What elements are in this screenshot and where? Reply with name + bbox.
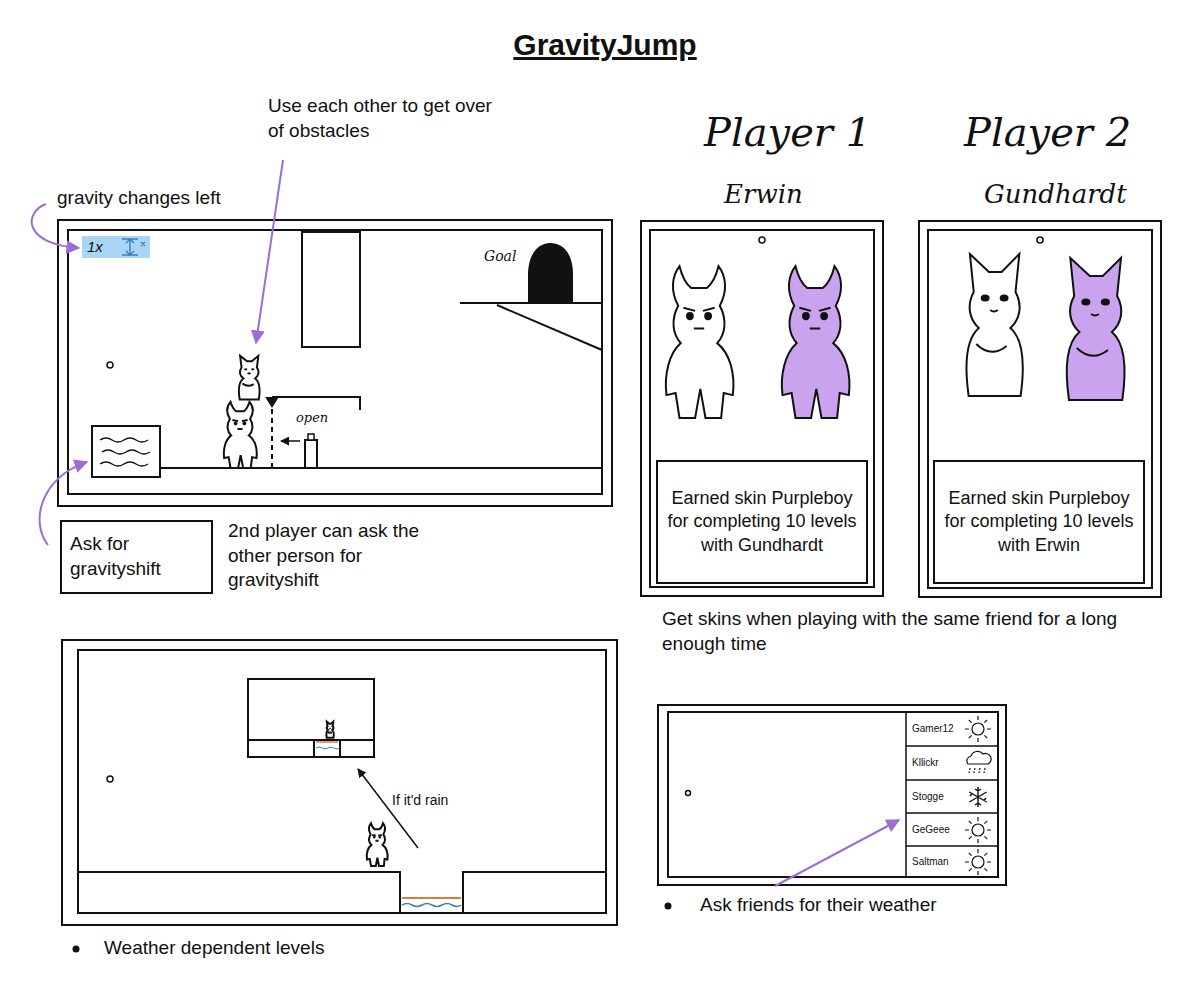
player-heading: Player 1 bbox=[704, 110, 871, 154]
character bbox=[239, 356, 260, 400]
player-card: Player 2GundhardtEarned skin Purpleboy f… bbox=[918, 220, 1162, 598]
leader-arrow bbox=[775, 820, 899, 886]
node-text: Ask for gravityshift bbox=[70, 532, 203, 581]
friend-name: Stogge bbox=[912, 790, 944, 803]
weather-icon bbox=[969, 787, 986, 807]
weather-icon bbox=[965, 716, 991, 875]
player-heading: Erwin bbox=[724, 180, 803, 209]
character bbox=[224, 402, 257, 468]
gate bbox=[267, 397, 360, 468]
weather-icon bbox=[965, 849, 991, 875]
gate bbox=[308, 434, 314, 440]
player-card: Player 1ErwinEarned skin Purpleboy for c… bbox=[640, 220, 884, 597]
player-heading: Player 2 bbox=[964, 110, 1131, 154]
player-dot bbox=[1037, 237, 1043, 243]
player-dot bbox=[107, 362, 113, 368]
friend-name: GeGeee bbox=[912, 823, 950, 836]
weather-icon bbox=[967, 751, 991, 773]
card-frame bbox=[650, 230, 874, 587]
skin-box: Earned skin Purpleboy for completing 10 … bbox=[933, 460, 1145, 584]
game-screen bbox=[158, 467, 602, 469]
friends-panel bbox=[906, 712, 998, 877]
character bbox=[1067, 258, 1125, 400]
weather-screen bbox=[248, 740, 374, 757]
gravity-counter: 1x bbox=[87, 237, 103, 257]
weather-screen bbox=[62, 640, 617, 925]
weather-screen bbox=[402, 904, 461, 907]
bullet-text: Ask friends for their weather bbox=[700, 893, 937, 918]
weather-screen bbox=[248, 679, 374, 757]
door-label: open bbox=[296, 410, 328, 427]
weather-icon bbox=[965, 716, 991, 742]
ask-button: Ask for gravityshift bbox=[60, 520, 213, 594]
game-screen bbox=[68, 230, 602, 494]
character bbox=[326, 722, 333, 738]
friends-panel bbox=[658, 705, 1006, 885]
game-screen bbox=[58, 220, 612, 506]
gravity-indicator bbox=[122, 239, 145, 255]
friends-panel bbox=[668, 712, 998, 877]
title: GravityJump bbox=[405, 28, 805, 62]
player-dot bbox=[107, 776, 113, 782]
skin-box: Earned skin Purpleboy for completing 10 … bbox=[656, 460, 868, 584]
bullet bbox=[665, 903, 672, 910]
friend-name: Saltman bbox=[912, 855, 949, 868]
node-text: Earned skin Purpleboy for completing 10 … bbox=[943, 487, 1135, 557]
character bbox=[367, 823, 388, 866]
player-dot bbox=[759, 237, 765, 243]
bullet bbox=[73, 946, 80, 953]
goal-door bbox=[528, 243, 573, 303]
character bbox=[966, 254, 1022, 396]
leader-arrow bbox=[32, 204, 79, 248]
weather-screen bbox=[78, 872, 606, 913]
gate bbox=[281, 440, 300, 442]
gate bbox=[305, 440, 317, 468]
friend-name: Gamer12 bbox=[912, 722, 954, 735]
player-heading: Gundhardt bbox=[984, 180, 1127, 209]
callout-note: gravity changes left bbox=[57, 186, 221, 211]
gravity-indicator bbox=[82, 236, 150, 258]
card-frame bbox=[928, 230, 1152, 588]
note: Get skins when playing with the same fri… bbox=[662, 607, 1142, 656]
weather-screen bbox=[316, 747, 340, 749]
weather-icon bbox=[965, 817, 991, 843]
gravity-indicator bbox=[82, 236, 150, 258]
player-dot bbox=[686, 791, 691, 796]
friend-name: Kllickr bbox=[912, 756, 939, 769]
game-screen bbox=[302, 232, 360, 347]
water-box bbox=[92, 426, 160, 477]
note: 2nd player can ask the other person for … bbox=[228, 519, 438, 593]
gate bbox=[267, 398, 277, 406]
character bbox=[782, 266, 850, 418]
game-screen bbox=[460, 303, 602, 350]
weather-screen bbox=[62, 640, 617, 925]
gate bbox=[271, 400, 273, 468]
rain-arrow bbox=[358, 769, 418, 848]
weather-screen bbox=[316, 741, 338, 743]
water-box bbox=[92, 426, 160, 477]
card-frame bbox=[650, 230, 1152, 588]
callout-note: If it'd rain bbox=[392, 791, 448, 809]
leader-arrow bbox=[256, 160, 283, 343]
goal-door bbox=[528, 243, 573, 303]
goal-label: Goal bbox=[484, 247, 516, 265]
rain-arrow bbox=[358, 769, 418, 848]
weather-screen bbox=[402, 897, 461, 899]
game-screen bbox=[58, 220, 612, 506]
water-box bbox=[100, 438, 150, 466]
bullet-text: Weather dependent levels bbox=[104, 936, 324, 961]
leader-arrow bbox=[32, 160, 899, 886]
weather-screen bbox=[78, 650, 606, 913]
callout-note: Use each other to get over of obstacles bbox=[268, 94, 493, 143]
character bbox=[666, 266, 734, 418]
node-text: Earned skin Purpleboy for completing 10 … bbox=[666, 487, 858, 557]
gate bbox=[272, 397, 360, 410]
friends-panel bbox=[658, 705, 1006, 885]
